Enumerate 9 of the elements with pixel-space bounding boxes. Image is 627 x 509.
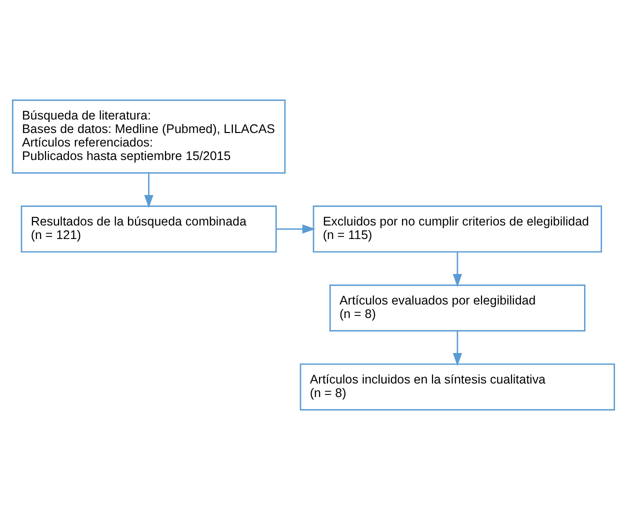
node-box: Artículos incluidos en la síntesis cualitativa (n = 8) <box>300 362 616 410</box>
node-box: Artículos evaluados por elegibilidad (n = 8) <box>329 284 586 332</box>
node-box: Resultados de la búsqueda combinada (n = 121) <box>20 204 277 252</box>
arrow <box>144 172 154 208</box>
node-box: Búsqueda de literatura: Bases de datos: Medline (Pubmed), LILACAS Artículos referenciados: Publicados hasta septiembre 15/2015 <box>12 98 286 174</box>
arrow <box>452 330 462 366</box>
arrow <box>276 224 316 234</box>
node-box: Excluidos por no cumplir criterios de elegibilidad (n = 115) <box>312 204 602 252</box>
arrow <box>452 251 462 287</box>
